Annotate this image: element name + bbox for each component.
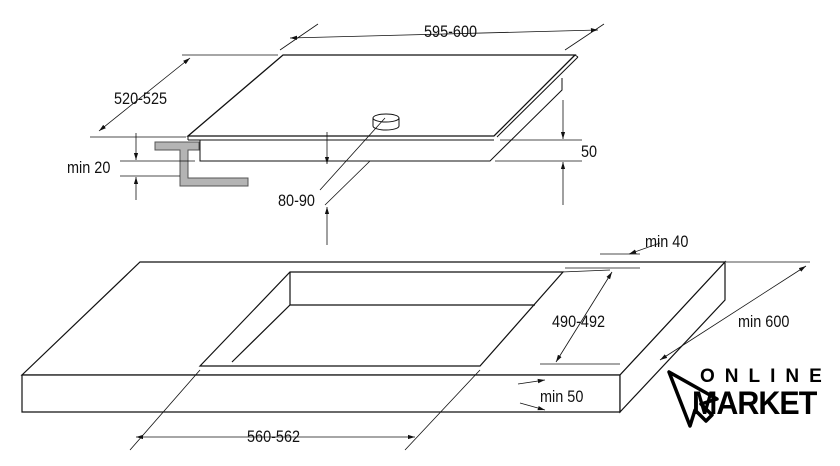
label-min-20: min 20 [67,158,111,177]
online-market-logo: ONLINE MARKET [666,366,834,428]
label-hob-height: 50 [581,142,598,161]
label-cutout-width: 560-562 [247,427,301,446]
cursor-icon [667,370,719,428]
label-cutout-depth: 490-492 [552,312,606,331]
logo-line1: ONLINE [700,366,832,387]
label-hob-depth: 520-525 [114,89,168,108]
hob [186,54,579,162]
label-depth-below: 80-90 [278,191,315,210]
label-min-40: min 40 [645,232,689,251]
logo-line2: MARKET [692,385,817,421]
mounting-bracket [154,141,249,187]
worktop [20,260,727,414]
label-worktop-depth: min 600 [738,312,790,331]
label-hob-width: 595-600 [424,22,478,41]
label-min-50: min 50 [540,387,584,406]
